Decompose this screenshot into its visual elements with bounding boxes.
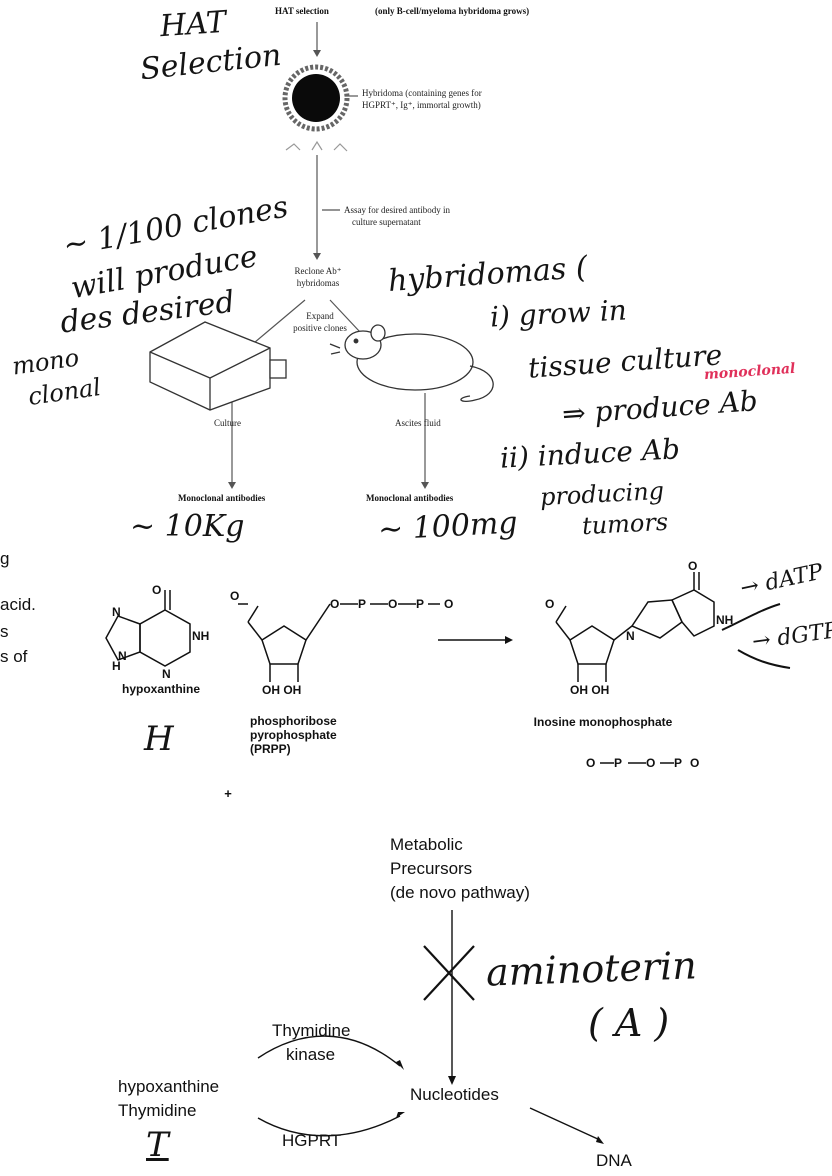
hand-aminopterin: aminoterin [485, 943, 698, 995]
branch-left [247, 299, 306, 349]
svg-text:P: P [416, 597, 424, 611]
hand-a-letter: ( A ) [588, 1001, 670, 1045]
substrate-thymidine: Thymidine [118, 1101, 197, 1120]
svg-text:O: O [688, 560, 697, 573]
thymidine-kinase-arrow [257, 1035, 401, 1067]
svg-text:O: O [545, 597, 554, 611]
hybridoma-cell-icon [282, 64, 350, 132]
hand-yield-left: ~ 10Kg [130, 509, 245, 544]
hand-yield-right: ~ 100mg [377, 505, 519, 548]
svg-text:H: H [112, 659, 121, 673]
svg-text:O: O [152, 583, 161, 597]
culture-label: Culture [214, 418, 241, 428]
output-left: Monoclonal antibodies [178, 493, 266, 503]
svg-text:O: O [444, 597, 453, 611]
svg-text:O: O [388, 597, 397, 611]
mouse-icon [329, 324, 494, 402]
svg-text:NH: NH [192, 629, 209, 643]
hand-producing: producing [539, 476, 665, 512]
svg-text:N: N [626, 629, 635, 643]
expand-label-1: Expand [306, 311, 334, 321]
svg-text:O: O [330, 597, 339, 611]
precursors-1: Metabolic [390, 835, 463, 854]
output-right: Monoclonal antibodies [366, 493, 454, 503]
hgprt-label: HGPRT [282, 1131, 342, 1150]
svg-text:N: N [112, 605, 121, 619]
reaction-structures: O NH N N H N O O P O P O OH OH + O OH OH… [105, 560, 791, 801]
culture-flask-icon [149, 321, 287, 411]
hand-grow-in: i) grow in [489, 293, 628, 334]
assay-note-1: Assay for desired antibody in [344, 205, 450, 215]
hybridoma-note-1: Hybridoma (containing genes for [362, 88, 482, 98]
hand-h-letter: H [144, 719, 174, 759]
expand-label-2: positive clones [293, 323, 347, 333]
clipped-text-2: acid. [0, 595, 36, 614]
hat-note: (only B-cell/myeloma hybridoma grows) [375, 6, 530, 16]
svg-text:O: O [586, 756, 595, 770]
prpp-label-3: (PRPP) [250, 742, 291, 756]
daughter-cells-icon [285, 140, 348, 152]
ascites-label: Ascites fluid [395, 418, 441, 428]
hand-hat: HAT [158, 4, 228, 45]
reclone-label-2: hybridomas [296, 278, 340, 288]
svg-text:OH OH: OH OH [262, 683, 301, 697]
top-flow-lines [149, 22, 494, 489]
svg-text:+: + [224, 786, 232, 801]
hand-t-letter: T [146, 1125, 169, 1165]
imp-label: Inosine monophosphate [533, 715, 673, 729]
prpp-label-1: phosphoribose [250, 714, 337, 728]
hybridoma-note-2: HGPRT⁺, Ig⁺, immortal growth) [362, 100, 481, 110]
svg-text:O: O [230, 589, 239, 603]
svg-text:N: N [162, 667, 171, 681]
precursors-2: Precursors [390, 859, 473, 878]
prpp-structure [238, 603, 440, 682]
svg-text:P: P [358, 597, 366, 611]
nucleotides-label: Nucleotides [410, 1085, 499, 1104]
dna-label: DNA [596, 1151, 632, 1170]
clipped-text-4: s of [0, 647, 28, 666]
svg-text:N: N [118, 649, 127, 663]
svg-text:O: O [690, 756, 699, 770]
precursors-3: (de novo pathway) [390, 883, 530, 902]
pathway-arrows [257, 910, 604, 1144]
svg-text:P: P [614, 756, 622, 770]
svg-text:NH: NH [716, 613, 733, 627]
hypoxanthine-structure [105, 590, 191, 667]
imp-structure [555, 572, 715, 682]
hypoxanthine-label: hypoxanthine [121, 682, 200, 696]
clipped-text-3: s [0, 622, 9, 641]
hat-step-label: HAT selection [275, 6, 329, 16]
svg-text:O: O [646, 756, 655, 770]
assay-note-2: culture supernatant [352, 217, 421, 227]
aminopterin-block-icon [423, 945, 475, 1001]
nucleotides-to-dna-arrow [529, 1107, 601, 1141]
hgprt-arrow [257, 1115, 401, 1137]
prpp-label-2: pyrophosphate [250, 728, 337, 742]
svg-text:P: P [674, 756, 682, 770]
clipped-text-1: g [0, 549, 10, 568]
thymidine-kinase-1: Thymidine [272, 1021, 351, 1040]
thymidine-kinase-2: kinase [286, 1045, 336, 1064]
substrate-hypoxanthine: hypoxanthine [118, 1077, 220, 1096]
hand-tumors: tumors [581, 507, 669, 541]
svg-text:OH OH: OH OH [570, 683, 609, 697]
reclone-label-1: Reclone Ab⁺ [294, 266, 342, 276]
